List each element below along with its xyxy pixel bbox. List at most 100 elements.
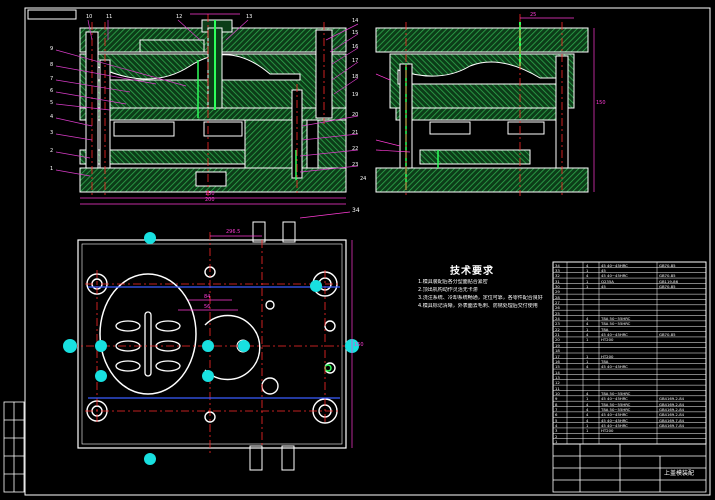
plan-slots — [115, 311, 181, 377]
bom-std: GB70-85 — [659, 283, 676, 289]
bom-no: 13 — [555, 374, 560, 380]
front-window-2 — [203, 121, 243, 137]
side-window-1 — [429, 121, 471, 135]
front-dim-200: 200 — [205, 197, 215, 203]
bom-no: 23 — [555, 321, 560, 327]
side-ejector-plate — [419, 149, 531, 165]
bom-std: GB4169.2-84 — [659, 401, 685, 407]
plan-inner-outline — [81, 243, 343, 445]
part-label: 20 — [352, 112, 359, 118]
plan-cyan-markers — [63, 232, 359, 465]
bom-qty: 1 — [586, 267, 589, 273]
plan-label-34: 34 — [352, 207, 360, 214]
bom-no: 17 — [555, 353, 560, 359]
bom-no: 32 — [555, 273, 560, 279]
part-label: 4 — [50, 114, 54, 120]
bom-material: Q235A — [601, 278, 614, 284]
bom-material: T8A 50~55HRC — [601, 390, 631, 396]
bom-no: 15 — [555, 364, 560, 370]
bom-qty: 4 — [586, 407, 589, 413]
bom-std: GB70-85 — [659, 262, 676, 268]
bom-qty: 1 — [586, 337, 589, 343]
part-label: 6 — [50, 88, 54, 94]
bom-std: GB4169.2-84 — [659, 412, 685, 418]
part-label: 16 — [352, 44, 359, 50]
bom-no: 25 — [555, 310, 560, 316]
bom-no: 9 — [555, 396, 558, 402]
part-label: 12 — [176, 14, 183, 20]
bom-qty: 1 — [586, 283, 589, 289]
side-top-plate — [375, 27, 589, 53]
part-label: 24 — [360, 176, 367, 182]
bom-no: 7 — [555, 407, 558, 413]
part-label: 7 — [50, 76, 54, 82]
bom-material: 45 40~45HRC — [601, 417, 628, 423]
left-margin-ticks — [3, 401, 25, 493]
part-label: 11 — [106, 14, 113, 20]
front-window-1 — [113, 121, 175, 137]
bom-no: 28 — [555, 294, 560, 300]
bom-no: 22 — [555, 326, 560, 332]
bom-no: 20 — [555, 337, 560, 343]
bom-qty: 1 — [586, 396, 589, 402]
bom-qty: 4 — [586, 364, 589, 370]
bom-material: 45 40~45HRC — [601, 332, 628, 338]
notes-line-2: 2.顶出机构动作灵活无卡滞 — [418, 287, 478, 293]
bom-no: 18 — [555, 348, 560, 354]
part-label: 2 — [50, 148, 54, 154]
part-label: 9 — [50, 46, 54, 52]
notes-line-4: 4.模具标记清晰，外表面去毛刺、防锈处理后交付使用 — [418, 303, 538, 309]
bom-material: 45 40~45HRC — [601, 423, 628, 429]
bom-std: GB4169.7-84 — [659, 423, 685, 429]
bom-no: 33 — [555, 267, 560, 273]
bom-no: 10 — [555, 390, 560, 396]
front-section-view — [55, 13, 359, 205]
bom-material: T8A 50~55HRC — [601, 401, 631, 407]
bom-material: T8A — [601, 326, 609, 332]
bom-no: 6 — [555, 412, 558, 418]
bom-qty: 4 — [586, 273, 589, 279]
bom-material: 45 — [601, 283, 606, 289]
bom-qty: 4 — [586, 316, 589, 322]
bom-qty: 4 — [586, 412, 589, 418]
part-label: 13 — [246, 14, 253, 20]
bom-no: 29 — [555, 289, 560, 295]
title-block — [552, 443, 707, 493]
bom-no: 24 — [555, 316, 560, 322]
bom-qty: 4 — [586, 321, 589, 327]
bom-std: GB4169.2-84 — [659, 396, 685, 402]
front-top-recess — [139, 39, 205, 53]
bom-qty: 4 — [586, 417, 589, 423]
front-window-3 — [195, 171, 227, 187]
bom-material: T8A 50~55HRC — [601, 321, 631, 327]
bom-std: GB4169.7-84 — [659, 417, 685, 423]
part-label: 5 — [50, 100, 54, 106]
bom-material: HT200 — [601, 337, 614, 343]
part-label: 17 — [352, 58, 359, 64]
bom-no: 16 — [555, 358, 560, 364]
part-label: 23 — [352, 162, 359, 168]
bom-no: 30 — [555, 283, 560, 289]
bom-qty: 1 — [586, 423, 589, 429]
bom-no: 3 — [555, 428, 558, 434]
sheet-border — [24, 7, 711, 496]
bom-std: GB119-86 — [659, 278, 678, 284]
plan-cavity-oval — [99, 273, 197, 395]
plan-dim-296: 296.5 — [226, 229, 241, 235]
bom-qty: 4 — [586, 401, 589, 407]
side-base-plate — [375, 167, 589, 193]
bom-material: HT200 — [601, 428, 614, 434]
title-block-name: 上盖模装配 — [664, 470, 695, 477]
bom-qty: 1 — [586, 278, 589, 284]
bom-material: 45 40~45HRC — [601, 412, 628, 418]
corner-code-box — [27, 9, 77, 20]
side-dim-150: 150 — [596, 100, 606, 106]
bom-std: GB4169.2-84 — [659, 407, 685, 413]
bom-no: 5 — [555, 417, 558, 423]
bom-qty: 4 — [586, 390, 589, 396]
bom-material: 45 40~45HRC — [601, 364, 628, 370]
notes-line-3: 3.浇注系统、冷却系统畅通，定位可靠，各零件配合良好 — [418, 295, 543, 301]
part-label: 1 — [50, 166, 54, 172]
